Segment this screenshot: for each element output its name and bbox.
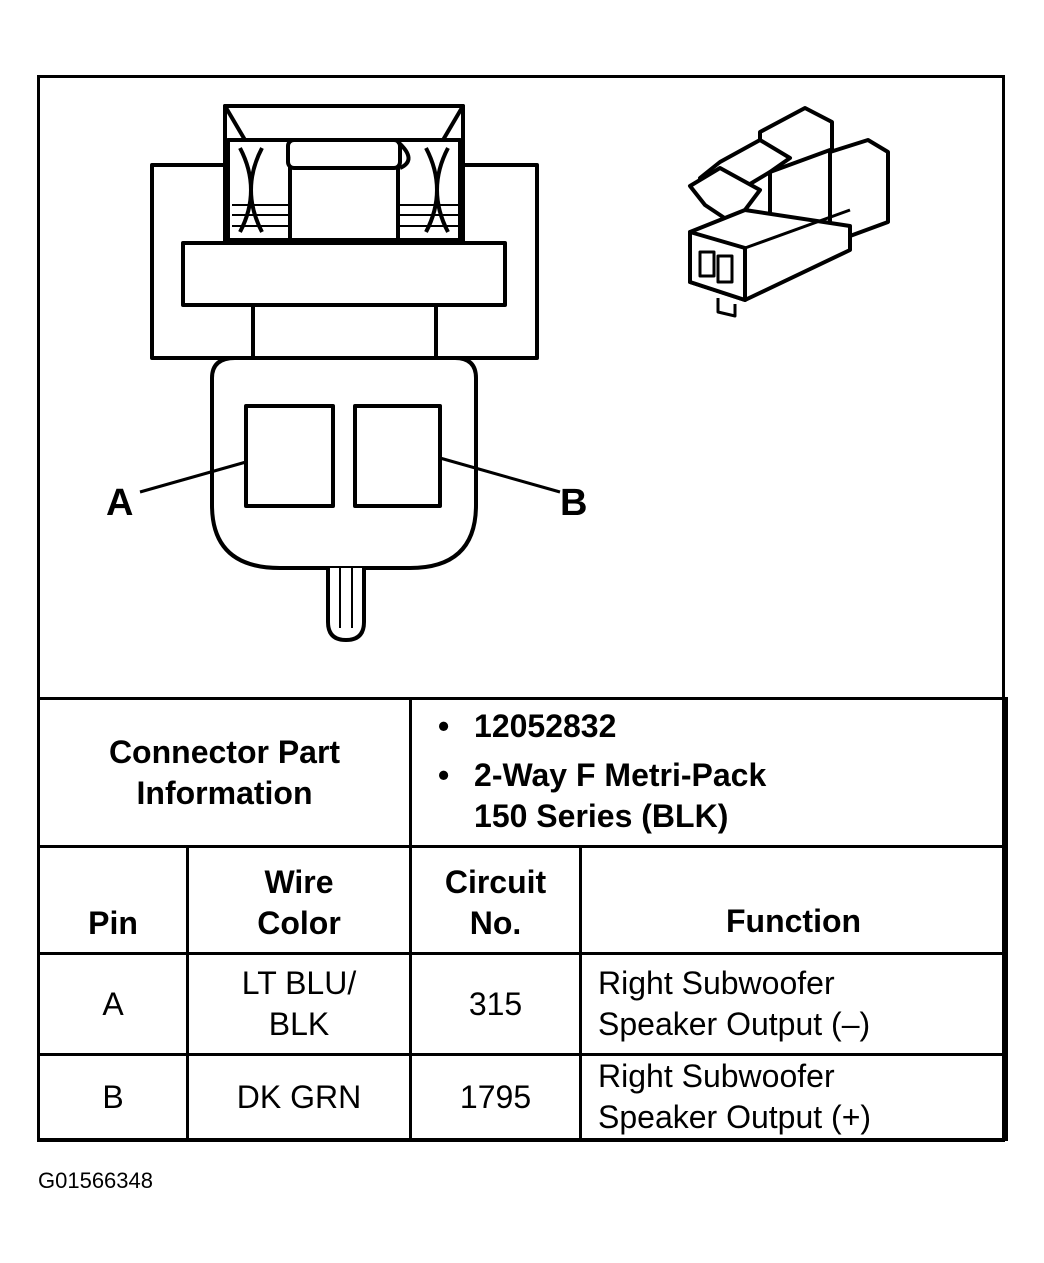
cavity-a [244, 404, 335, 508]
part-description: • 2-Way F Metri-Pack 150 Series (BLK) [438, 756, 767, 834]
bottom-tab [326, 568, 366, 642]
pin-cell: B [37, 1053, 189, 1141]
wire-color-cell: DK GRN [185, 1053, 413, 1141]
connector-part-info-values: • 12052832 • 2-Way F Metri-Pack 150 Seri… [409, 697, 1009, 848]
pin-b-callout: B [560, 482, 588, 524]
connector-isometric-icon [688, 106, 890, 318]
cavity-b [353, 404, 442, 508]
header-circuit-no: Circuit No. [409, 845, 583, 955]
table-row: B DK GRN 1795 Right Subwoofer Speaker Ou… [37, 1053, 1009, 1141]
bullet-icon: • [438, 708, 450, 744]
table-row: A LT BLU/ BLK 315 Right Subwoofer Speake… [37, 952, 1009, 1056]
pin-a-callout: A [106, 482, 134, 524]
circuit-cell: 315 [409, 952, 583, 1056]
crossbar [181, 241, 507, 307]
function-cell: Right Subwoofer Speaker Output (+) [579, 1053, 1009, 1141]
connector-part-info-label: Connector Part Information [36, 697, 413, 848]
figure-id: G01566348 [38, 1168, 153, 1193]
connector-diagram [139, 104, 890, 642]
part-number: • 12052832 [438, 706, 1005, 747]
part-info-row: Connector Part Information • 12052832 • … [36, 697, 1009, 848]
header-function: Function [579, 845, 1009, 955]
leader-b [439, 456, 561, 494]
bullet-icon: • [438, 756, 450, 793]
leader-a [139, 460, 247, 494]
function-cell: Right Subwoofer Speaker Output (–) [579, 952, 1009, 1056]
header-pin: Pin [37, 845, 189, 955]
figure-frame [37, 75, 1005, 1142]
circuit-cell: 1795 [409, 1053, 583, 1141]
connector-table: Connector Part Information • 12052832 • … [36, 697, 1009, 1141]
wire-color-cell: LT BLU/ BLK [185, 952, 413, 1056]
table-header-row: Pin Wire Color Circuit No. Function [37, 845, 1009, 955]
pin-cell: A [37, 952, 189, 1056]
header-wire-color: Wire Color [185, 845, 413, 955]
